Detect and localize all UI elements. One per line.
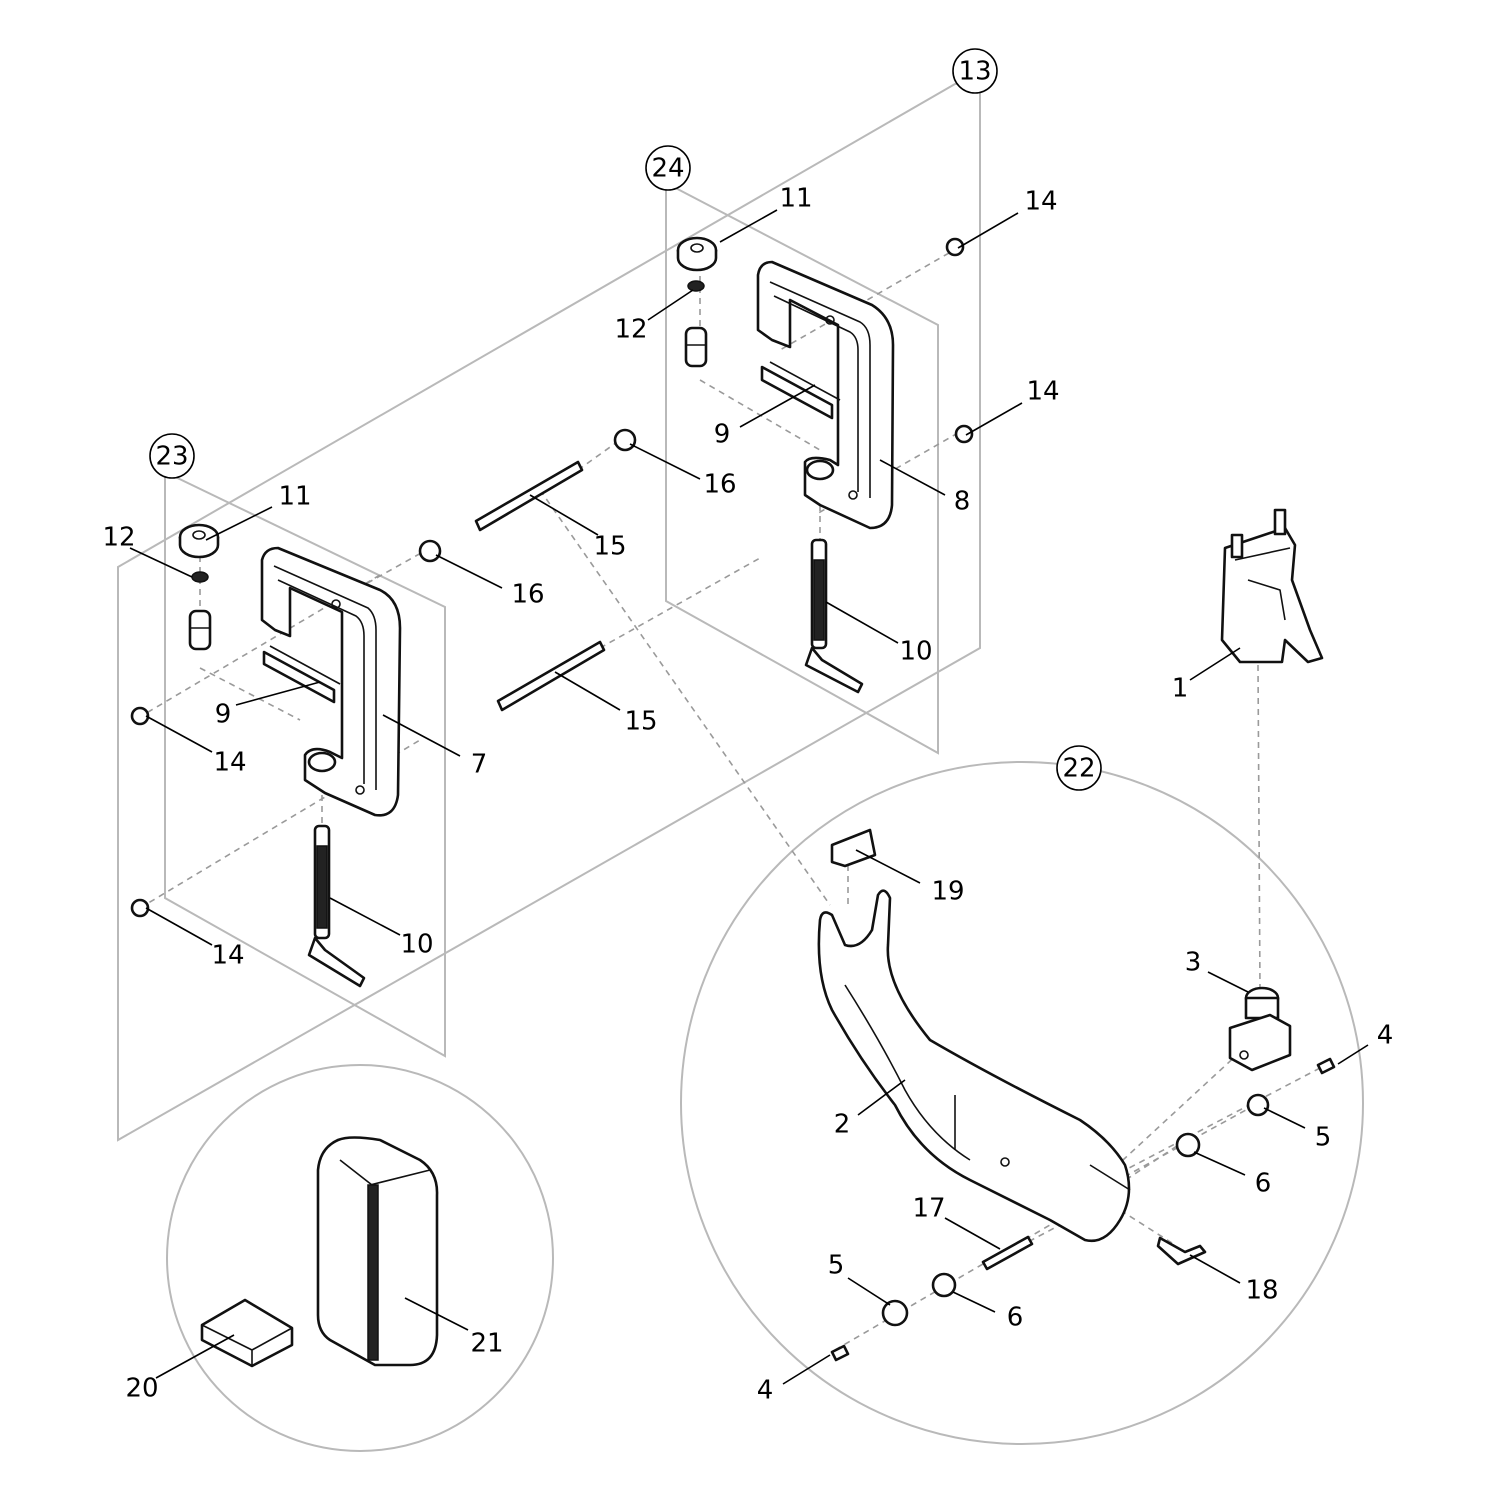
callout-9-lower: 9 [215,700,232,730]
bracket-9-upper [760,361,841,420]
group-circle-13 [952,48,998,94]
callout-14-upper-top: 14 [1024,187,1057,217]
small-hardware [830,1057,1336,1362]
arm-2 [817,889,1131,1243]
frame-13 [117,83,981,1142]
group-circle-23 [149,433,195,479]
group-label-24: 24 [651,154,684,184]
callout-2: 2 [834,1110,851,1140]
group-circle-24 [645,145,691,191]
case-21 [316,1136,439,1367]
assembly-frames [117,83,1364,1452]
bracket-9-lower [262,645,341,704]
callout-9-upper: 9 [714,420,731,450]
callout-14-lower-top: 14 [213,748,246,778]
leader-lines [129,209,1369,1385]
clamp-8 [756,260,895,530]
frame-23 [164,470,446,1058]
callout-12-upper: 12 [614,315,647,345]
knob-upper [684,326,708,368]
callout-18: 18 [1245,1276,1278,1306]
pad-19 [830,828,877,868]
frame-22-circle [680,761,1364,1445]
block-3 [1228,986,1292,1072]
callout-15-upper: 15 [593,532,626,562]
cap-11-upper [676,236,718,272]
pin-17 [981,1235,1034,1271]
bushing-16-set [418,428,637,563]
callout-5-left: 5 [828,1251,845,1281]
callout-3: 3 [1185,948,1202,978]
callout-14-upper-bottom: 14 [1026,377,1059,407]
callout-6-left: 6 [1007,1303,1024,1333]
callout-5-right: 5 [1315,1123,1332,1153]
clip-18 [1156,1236,1207,1266]
callout-16-upper: 16 [703,470,736,500]
knob-lower [188,609,212,651]
frame-kit-circle [166,1064,554,1452]
callout-20: 20 [125,1374,158,1404]
callout-4-left: 4 [757,1376,774,1406]
cap-11-lower [178,523,220,559]
callout-4-right: 4 [1377,1021,1394,1051]
rod-15-upper [474,460,584,532]
callout-11-upper: 11 [779,184,812,214]
group-label-23: 23 [155,442,188,472]
screw-10-lower [307,824,366,988]
screw-10-upper [804,538,864,694]
callout-14-lower-bottom: 14 [211,941,244,971]
clamp-7 [260,546,402,817]
callout-8: 8 [954,487,971,517]
callout-21: 21 [470,1329,503,1359]
rod-15-lower [496,640,606,712]
pad-20 [200,1298,294,1368]
callout-10-upper: 10 [899,637,932,667]
callout-1: 1 [1172,674,1189,704]
callout-16-lower: 16 [511,580,544,610]
group-callouts: 13 22 23 24 [149,48,1102,791]
callout-11-lower: 11 [278,482,311,512]
group-circle-22 [1056,745,1102,791]
callout-12-lower: 12 [102,523,135,553]
washer-12-upper [687,280,705,292]
callout-17: 17 [912,1194,945,1224]
group-label-22: 22 [1062,754,1095,784]
callout-15-lower: 15 [624,707,657,737]
washer-12-lower [191,571,209,583]
callout-7: 7 [471,750,488,780]
callout-10-lower: 10 [400,930,433,960]
callout-19: 19 [931,877,964,907]
handle-clamp-1 [1220,508,1324,664]
assembly-lines [137,252,1321,1351]
nut-14-set [130,237,974,918]
group-label-13: 13 [958,57,991,87]
callout-6-right: 6 [1255,1169,1272,1199]
part-callouts: 1 2 3 4 4 5 5 6 6 7 8 9 9 10 10 11 11 12… [102,184,1393,1406]
